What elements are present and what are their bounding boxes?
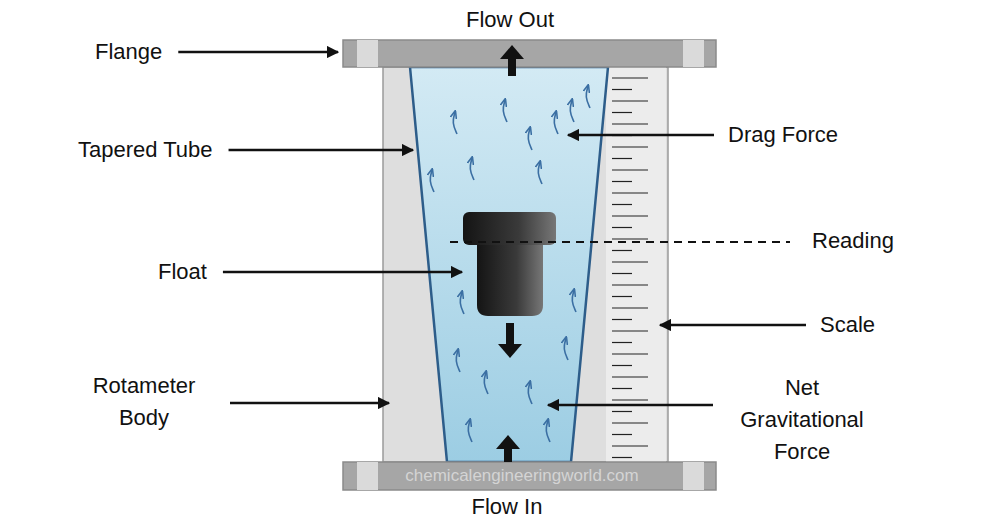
watermark: chemicalengineeringworld.com: [405, 465, 638, 487]
leader-arrow: [568, 134, 714, 137]
leader-arrow: [548, 404, 713, 407]
fluid-arrow: [528, 382, 532, 404]
flow-arrows: [430, 86, 590, 442]
scale-tick: [612, 457, 632, 458]
reading-line: [450, 241, 790, 243]
fluid-arrow: [586, 86, 590, 108]
arrow-head: [500, 45, 524, 59]
scale-tick: [612, 158, 632, 159]
flow-label: Flow In: [472, 491, 543, 523]
scale-tick: [612, 445, 648, 446]
leader-lines: [178, 52, 806, 405]
arrow-head: [498, 344, 522, 358]
scale-tick: [612, 399, 648, 400]
flange-plate: [343, 40, 716, 67]
rotameter-body: [383, 67, 668, 462]
part-label: Rotameter Body: [74, 370, 214, 434]
arrow-shaft: [508, 58, 516, 76]
fluid-arrow: [453, 112, 457, 134]
tapered-tube: [410, 67, 608, 462]
top-flange: [343, 40, 716, 67]
float-body: [477, 243, 543, 316]
fluid-arrow: [430, 170, 434, 192]
flow-in-arrow: [496, 435, 520, 462]
scale-tick: [612, 434, 632, 435]
fluid-arrow: [456, 350, 460, 372]
scale-tick: [612, 284, 648, 285]
scale-tick: [612, 89, 632, 90]
leader-arrow: [660, 324, 806, 327]
part-label: Tapered Tube: [78, 134, 213, 166]
scale-tick: [612, 250, 632, 251]
reading-label: Reading: [812, 225, 894, 257]
bolt-hole: [683, 40, 704, 67]
flow-out-arrow: [500, 45, 524, 76]
scale-tick: [612, 181, 632, 182]
scale-tick: [612, 422, 648, 423]
scale-tick: [612, 330, 648, 331]
scale-tick: [612, 123, 648, 124]
leader-arrow: [223, 271, 462, 274]
scale-tick: [612, 112, 632, 113]
fluid-arrow: [484, 372, 488, 394]
scale-tick: [612, 296, 632, 297]
arrow-shaft: [504, 448, 512, 462]
part-label: Scale: [820, 309, 875, 341]
fluid-arrow: [538, 162, 542, 184]
fluid-arrow: [528, 128, 532, 150]
bolt-hole: [683, 462, 704, 490]
scale-tick: [612, 204, 632, 205]
scale-tick: [612, 365, 632, 366]
bolt-hole: [357, 462, 378, 490]
scale-tick: [612, 227, 632, 228]
fluid-arrow: [546, 420, 550, 442]
arrow-head: [496, 435, 520, 449]
fluid-arrow: [572, 290, 576, 312]
scale-tick: [612, 77, 648, 78]
part-label: Float: [158, 256, 207, 288]
float-cap: [463, 212, 556, 245]
scale-tick: [612, 307, 648, 308]
float: [463, 212, 556, 316]
leader-arrow: [229, 149, 413, 152]
fluid-arrow: [564, 338, 568, 360]
scale-tick: [612, 192, 648, 193]
fluid-arrow: [468, 420, 472, 442]
flange-plate: [343, 462, 716, 490]
force-label: Net Gravitational Force: [727, 372, 877, 468]
scale-tick: [612, 169, 648, 170]
scale-tick: [612, 388, 632, 389]
flow-label: Flow Out: [466, 4, 554, 36]
scale-tick: [612, 273, 632, 274]
fluid-arrow: [470, 158, 474, 180]
fluid-arrow: [554, 112, 558, 134]
scale-tick: [612, 342, 632, 343]
leader-arrow: [178, 51, 338, 54]
scale-tick: [612, 353, 648, 354]
arrow-shaft: [506, 323, 514, 345]
part-label: Flange: [95, 36, 162, 68]
scale-tick: [612, 146, 648, 147]
bolt-hole: [357, 40, 378, 67]
scale-tick: [612, 411, 632, 412]
leader-arrow: [230, 402, 389, 405]
scale-tick: [612, 238, 648, 239]
scale-tick: [612, 376, 648, 377]
bottom-flange: [343, 462, 716, 490]
scale-tick: [612, 319, 632, 320]
fluid-arrow: [460, 292, 464, 314]
fluid-arrow: [503, 100, 507, 122]
scale-tick: [612, 261, 648, 262]
fluid-arrow: [570, 100, 574, 122]
scale-plate: [606, 67, 666, 462]
gravity-arrow: [498, 323, 522, 358]
force-label: Drag Force: [728, 119, 838, 151]
scale-tick: [612, 215, 648, 216]
scale-tick: [612, 100, 648, 101]
